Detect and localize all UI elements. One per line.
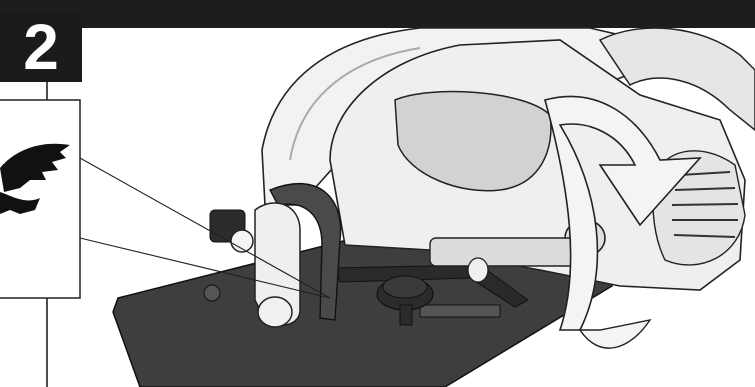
- depth-knob-post: [400, 305, 412, 325]
- lower-bar: [430, 238, 590, 266]
- roller-pin: [468, 258, 488, 282]
- depth-knob-top: [383, 276, 427, 298]
- base-screw: [204, 285, 220, 301]
- base-plate-detail: [420, 305, 500, 317]
- rotate-arrow-tail: [580, 320, 650, 348]
- lever-screw: [258, 297, 292, 327]
